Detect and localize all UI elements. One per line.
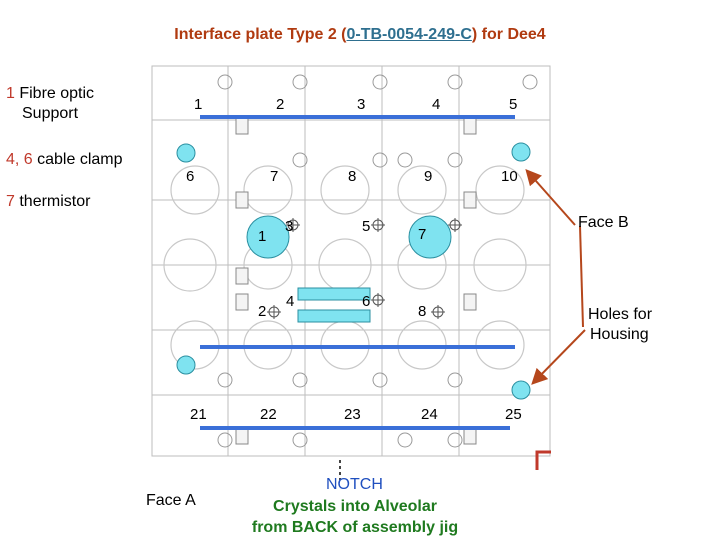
grid-number: 6 (186, 168, 195, 185)
reference-holes (217, 74, 538, 448)
grid-number: 5 (509, 96, 518, 113)
grid-number: 24 (421, 406, 438, 423)
plate-grid (151, 65, 551, 457)
crosshair-markers (267, 218, 462, 319)
grid-number: 9 (424, 168, 433, 185)
grid-number: 21 (190, 406, 207, 423)
grid-number: 23 (344, 406, 361, 423)
corner-mark (535, 450, 551, 470)
title-prefix: Interface plate Type 2 ( (174, 26, 347, 43)
cable-clamp-lower (297, 309, 371, 323)
grid-number: 25 (505, 406, 522, 423)
grid-number: 7 (270, 168, 279, 185)
marker-boxes (235, 117, 477, 445)
grid-number: 10 (501, 168, 518, 185)
inner-number: 5 (362, 218, 371, 235)
face-a-label: Face A (146, 492, 196, 509)
grid-number: 8 (348, 168, 357, 185)
inner-number: 8 (418, 303, 427, 320)
grid-number: 3 (357, 96, 366, 113)
legend-cable-clamp: 4, 6 cable clamp (6, 151, 123, 168)
inner-number: 1 (258, 228, 267, 245)
grid-number: 1 (194, 96, 203, 113)
grid-number: 2 (276, 96, 285, 113)
caption-line: Crystals into Alveolar (273, 498, 437, 515)
caption-line: from BACK of assembly jig (251, 519, 459, 536)
grid-number: 22 (260, 406, 277, 423)
cable-clamp-upper (297, 287, 371, 301)
legend-thermistor: 7 thermistor (6, 193, 91, 210)
inner-number: 2 (258, 303, 267, 320)
notch-label: NOTCH (326, 476, 383, 493)
arrows (525, 169, 586, 385)
inner-number: 7 (418, 226, 427, 243)
fibre-optic-supports (176, 142, 531, 400)
face-b-label: Face B (578, 214, 629, 231)
title-code: 0-TB-0054-249-C (346, 26, 472, 43)
legend-fibre-optic: 1 Fibre optic (6, 85, 95, 102)
caption: Crystals into Alveolar from BACK of asse… (230, 496, 480, 538)
legend-support: Support (22, 105, 79, 122)
inner-number: 6 (362, 293, 371, 310)
blue-bars (200, 115, 515, 430)
holes-for-housing-label-line1: Holes for (588, 306, 653, 323)
inner-number: 3 (285, 218, 294, 235)
grid-number: 4 (432, 96, 441, 113)
diagram-title: Interface plate Type 2 (0-TB-0054-249-C)… (0, 26, 720, 44)
inner-number: 4 (286, 293, 295, 310)
title-suffix: ) for Dee4 (471, 26, 546, 43)
holes-for-housing-label-line2: Housing (590, 326, 649, 343)
